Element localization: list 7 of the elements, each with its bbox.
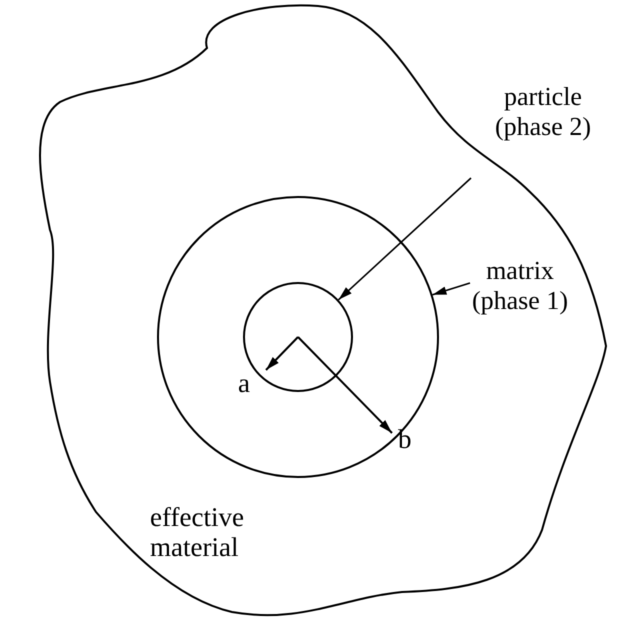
callout-label: matrix (phase 1) [455, 256, 585, 316]
region-label: effective material [150, 502, 245, 562]
callout-label: particle (phase 2) [478, 82, 608, 142]
matrix-circle [157, 196, 439, 478]
leader-line [432, 282, 470, 296]
leader-line [338, 177, 472, 300]
dimension-label: a [238, 368, 250, 398]
